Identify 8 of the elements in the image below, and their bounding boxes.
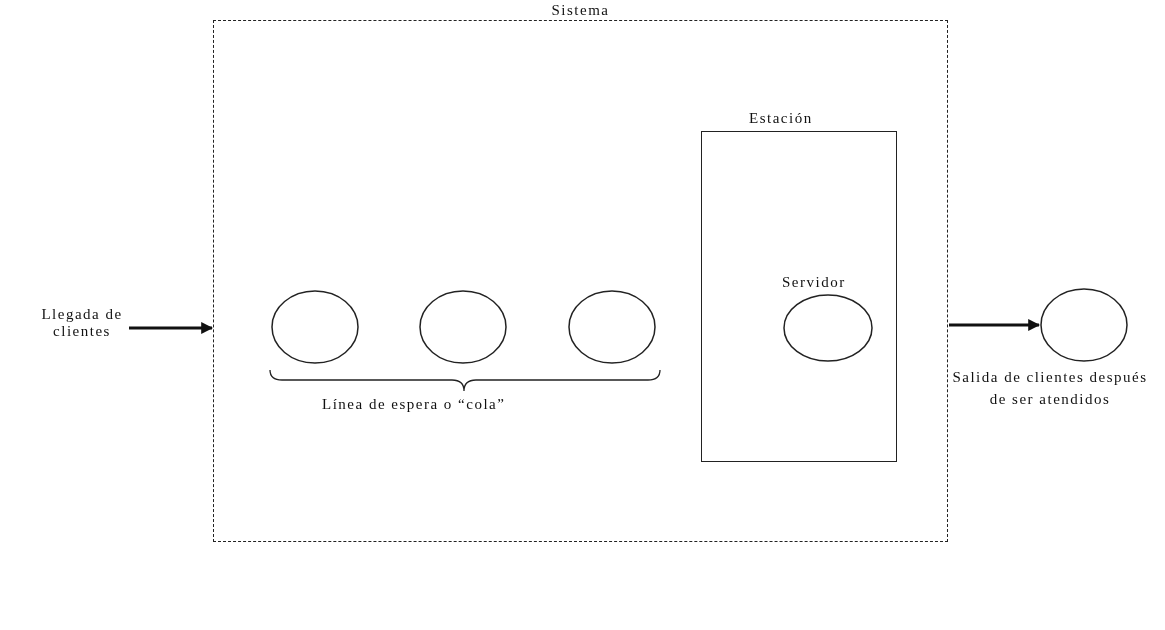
customer-circle — [271, 290, 359, 364]
arrow — [949, 319, 1041, 331]
customer-circle — [568, 290, 656, 364]
group-title: Estación — [748, 110, 814, 127]
node-label: Servidor — [781, 274, 847, 291]
arrow — [129, 322, 214, 334]
customer-circle — [419, 290, 507, 364]
customer-circle — [1040, 288, 1128, 362]
